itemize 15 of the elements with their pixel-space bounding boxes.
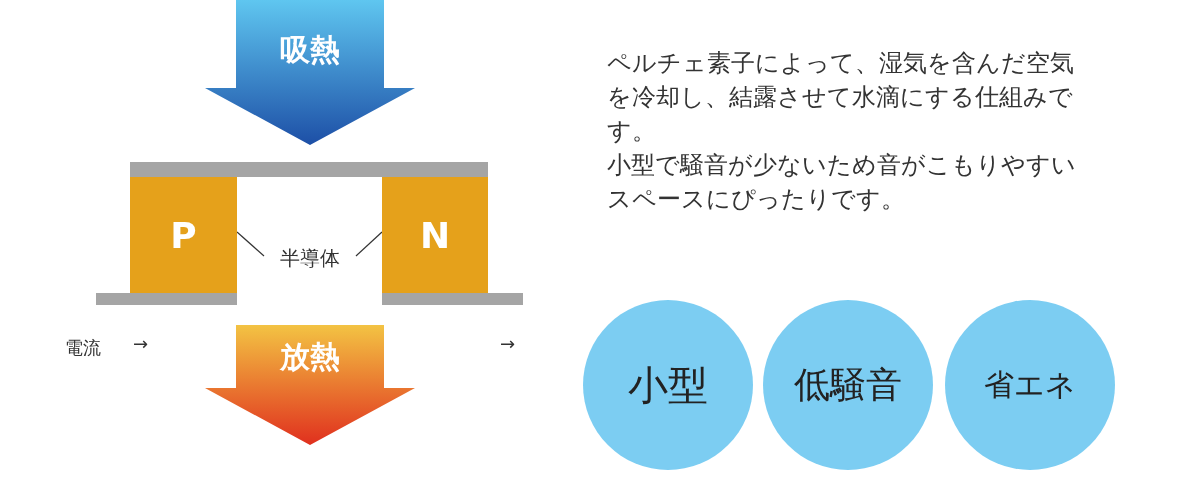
current-arrow-symbol: →: [500, 333, 516, 354]
semiconductor-block: N: [382, 177, 488, 293]
semiconductor-block: P: [130, 177, 237, 293]
feature-circle: 低騒音: [763, 300, 933, 470]
leader-line: [355, 231, 383, 257]
description-text: 小型で騒音が少ないため音がこもりやすいスペースにぴったりです。: [607, 150, 1077, 215]
current-arrow-symbol: →: [133, 333, 149, 354]
current-label: 電流: [65, 336, 101, 360]
leader-line: [236, 231, 265, 257]
arrow-label: 放熱: [279, 338, 341, 376]
arrow-label: 吸熱: [279, 31, 341, 69]
description-text: ペルチェ素子によって、湿気を含んだ空気を冷却し、結露させて水滴にする仕組みです。: [607, 48, 1075, 147]
feature-circle: 小型: [583, 300, 753, 470]
feature-circle: 省エネ: [945, 300, 1115, 470]
part-label: 半導体: [268, 244, 352, 272]
